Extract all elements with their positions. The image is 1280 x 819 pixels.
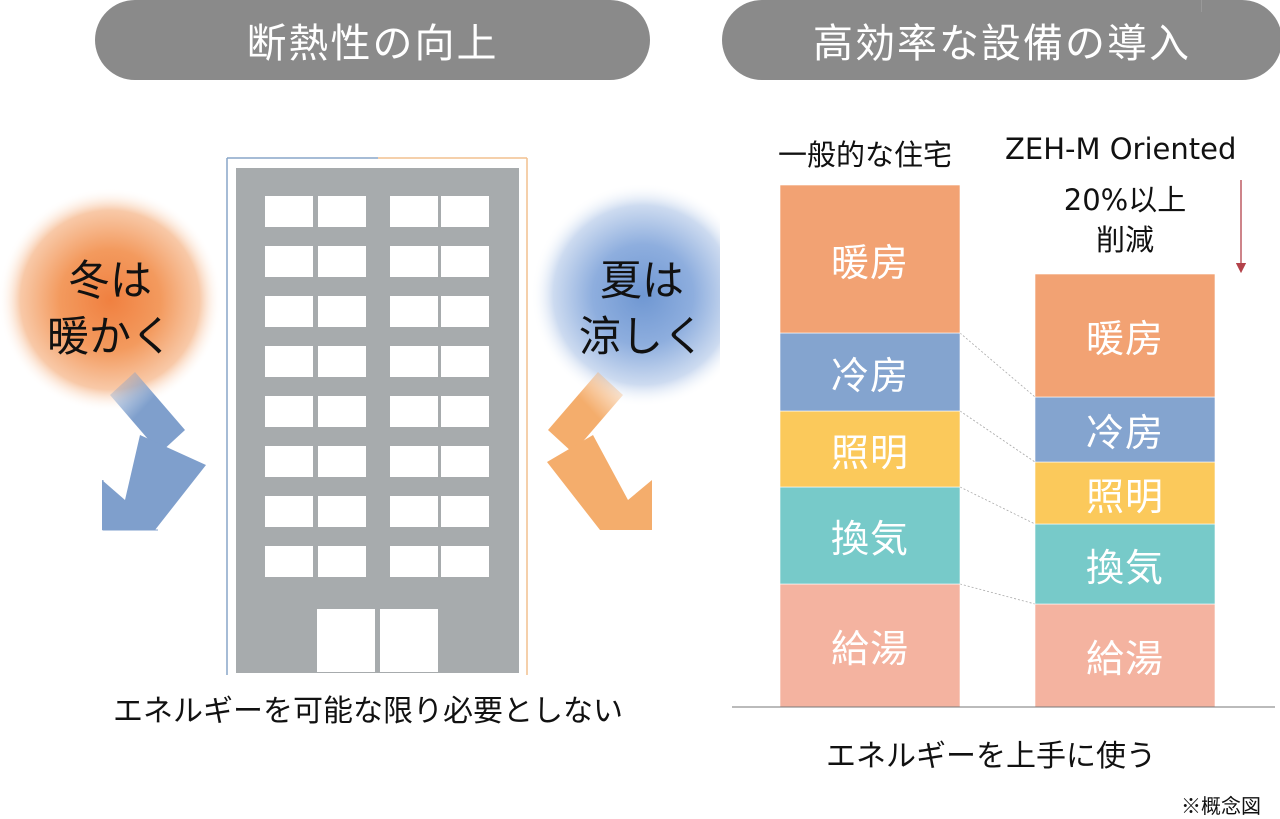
cool-glow — [531, 183, 720, 407]
building-window — [390, 346, 438, 377]
building-window — [441, 446, 489, 477]
summer-line2: 涼しく — [578, 312, 705, 361]
zeh-label: ZEH-M Oriented — [1005, 132, 1237, 166]
building-window — [390, 296, 438, 327]
bar-lighting-general — [779, 410, 961, 488]
building-window — [265, 196, 313, 227]
building-window — [390, 496, 438, 527]
connector-line — [959, 486, 1036, 525]
left-header: 断熱性の向上 — [95, 0, 650, 80]
building-window — [265, 446, 313, 477]
segment-label-heating: 暖房 — [830, 240, 909, 285]
bar-hot-water-zeh — [1034, 603, 1216, 708]
building-window — [318, 496, 366, 527]
summer-line1: 夏は — [599, 256, 684, 305]
building-window — [318, 196, 366, 227]
bar-cooling-zeh — [1034, 396, 1216, 463]
building-window — [441, 496, 489, 527]
building-window — [265, 346, 313, 377]
concept-note: ※概念図 — [1181, 794, 1261, 818]
building-window — [318, 296, 366, 327]
warm-arrow-icon — [547, 372, 652, 530]
building-window — [318, 546, 366, 577]
insulation-illustration — [0, 157, 720, 675]
winter-line1: 冬は — [67, 256, 152, 305]
connector-line — [959, 332, 1036, 398]
general-house-label: 一般的な住宅 — [778, 138, 953, 172]
building-window — [441, 246, 489, 277]
right-header-text: 高効率な設備の導入 — [813, 21, 1191, 67]
segment-label-hot-water: 給湯 — [1085, 637, 1164, 681]
winter-bubble-text: 冬は 暖かく — [40, 253, 180, 365]
building-window — [318, 346, 366, 377]
segment-label-heating: 暖房 — [1085, 317, 1164, 361]
left-caption: エネルギーを可能な限り必要としない — [113, 694, 623, 729]
building-window — [318, 246, 366, 277]
bar-hot-water-general — [779, 583, 961, 708]
segment-label-hot-water: 給湯 — [830, 627, 909, 671]
building-window — [390, 246, 438, 277]
reduction-line2: 削減 — [1095, 223, 1154, 257]
building-windows — [265, 196, 489, 577]
building-window — [441, 546, 489, 577]
building-window — [441, 296, 489, 327]
building-window — [390, 446, 438, 477]
reduction-label: 20%以上 削減 — [1035, 180, 1215, 260]
bar-heating-zeh — [1034, 273, 1216, 398]
segment-label-ventilation: 換気 — [830, 517, 909, 561]
header-tick — [1201, 0, 1202, 12]
segment-label-cooling: 冷房 — [1085, 411, 1164, 455]
segment-label-lighting: 照明 — [830, 430, 909, 475]
left-header-text: 断熱性の向上 — [246, 21, 499, 67]
segment-label-lighting: 照明 — [1085, 474, 1164, 519]
bar-heating-general — [779, 184, 961, 334]
building-door — [317, 609, 438, 672]
building-window — [390, 196, 438, 227]
building-window — [265, 496, 313, 527]
summer-bubble-text: 夏は 涼しく — [572, 253, 712, 365]
building-window — [390, 396, 438, 427]
building-window — [318, 396, 366, 427]
segment-label-ventilation: 換気 — [1085, 545, 1164, 590]
building-window — [265, 546, 313, 577]
bar-lighting-zeh — [1034, 461, 1216, 525]
building-window — [441, 396, 489, 427]
segment-label-cooling: 冷房 — [830, 353, 909, 398]
winter-line2: 暖かく — [46, 312, 173, 361]
building-window — [441, 196, 489, 227]
building-window — [265, 396, 313, 427]
building-window — [265, 296, 313, 327]
building-window — [390, 546, 438, 577]
connector-line — [959, 583, 1036, 605]
building-window — [441, 346, 489, 377]
right-header: 高効率な設備の導入 — [722, 0, 1280, 80]
reduction-line1: 20%以上 — [1063, 183, 1187, 217]
energy-chart — [732, 180, 1275, 708]
cool-arrow-icon — [102, 372, 206, 531]
building-window — [265, 246, 313, 277]
bar-ventilation-zeh — [1034, 523, 1216, 605]
bar-ventilation-general — [779, 486, 961, 585]
building-window — [318, 446, 366, 477]
warm-glow — [0, 188, 222, 412]
connector-line — [959, 410, 1036, 463]
right-caption: エネルギーを上手に使う — [826, 739, 1156, 774]
